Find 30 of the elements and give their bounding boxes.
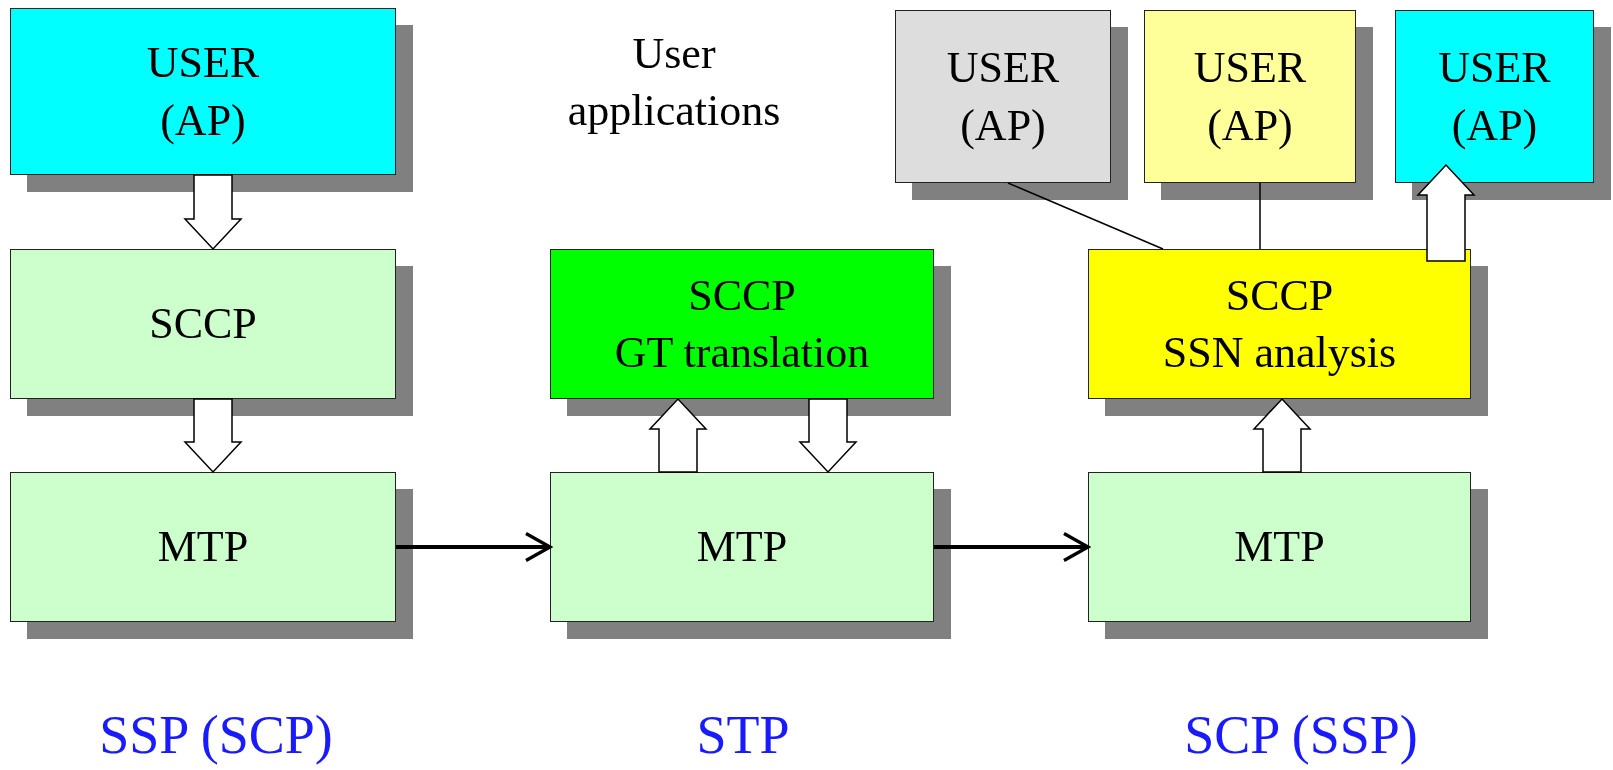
box-text: SSN analysis [1162, 327, 1397, 379]
block-arrow [1252, 397, 1312, 473]
box-text: SCCP [688, 269, 796, 322]
box-text: USER [1438, 42, 1551, 95]
box-text: SCCP [149, 298, 257, 351]
box-text: (AP) [1451, 99, 1538, 152]
box-text: USER [946, 42, 1060, 95]
box-text: (AP) [1207, 99, 1293, 152]
note-text: User applications [566, 27, 782, 137]
connector-line [1007, 182, 1164, 250]
box-text: USER [1193, 42, 1307, 95]
box-text: MTP [1234, 521, 1325, 574]
box-text: (AP) [960, 99, 1046, 152]
box-text: (AP) [160, 94, 246, 147]
box-text: SCCP [1225, 269, 1334, 322]
node-name: SCP (SSP) [1184, 703, 1418, 767]
block-arrow [1416, 163, 1476, 262]
node-name: STP [696, 703, 790, 767]
arrow [396, 531, 552, 563]
box-text: GT translation [614, 327, 870, 379]
node-name: SSP (SCP) [99, 703, 333, 767]
block-arrow [798, 398, 858, 474]
arrow [934, 531, 1090, 563]
box-text: MTP [157, 521, 249, 574]
connector-line [1259, 182, 1261, 250]
box-text: MTP [696, 521, 788, 574]
box-text: USER [146, 37, 260, 90]
block-arrow [648, 397, 708, 473]
block-arrow [183, 398, 243, 474]
block-arrow [183, 174, 243, 251]
